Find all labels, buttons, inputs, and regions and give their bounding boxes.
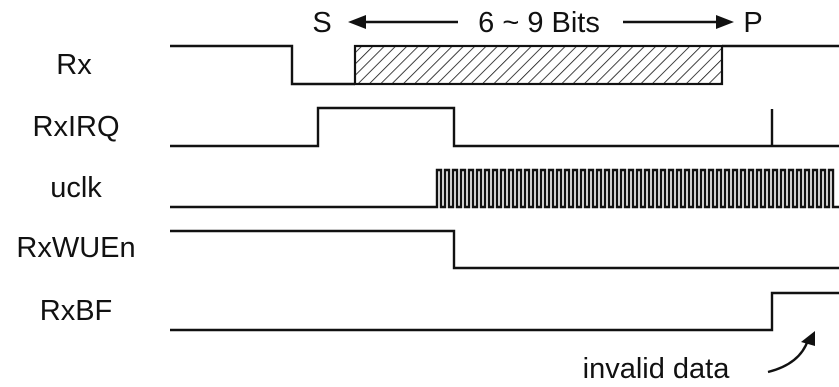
bit-span-right-arrow	[623, 15, 734, 29]
waveform-uclk	[170, 168, 839, 209]
signal-label-rxirq: RxIRQ	[33, 111, 120, 143]
invalid-data-annotation: invalid data	[583, 353, 731, 385]
signal-label-uclk: uclk	[50, 172, 102, 204]
bit-span-label: 6 ~ 9 Bits	[478, 7, 600, 39]
stop-marker-label: P	[743, 7, 762, 39]
waveform-rxbf	[170, 291, 839, 332]
signal-label-rxbf: RxBF	[40, 295, 113, 327]
waveform-rxirq	[170, 106, 839, 148]
signal-label-rxwuen: RxWUEn	[16, 232, 135, 264]
rx-data-bits-hatched	[353, 44, 724, 86]
waveform-rxwuen	[170, 229, 839, 270]
waveform-rx	[170, 44, 839, 86]
bit-span-left-arrow	[348, 15, 458, 29]
invalid-data-arrow	[767, 331, 815, 374]
start-marker-label: S	[312, 7, 331, 39]
signal-label-rx: Rx	[56, 49, 92, 81]
